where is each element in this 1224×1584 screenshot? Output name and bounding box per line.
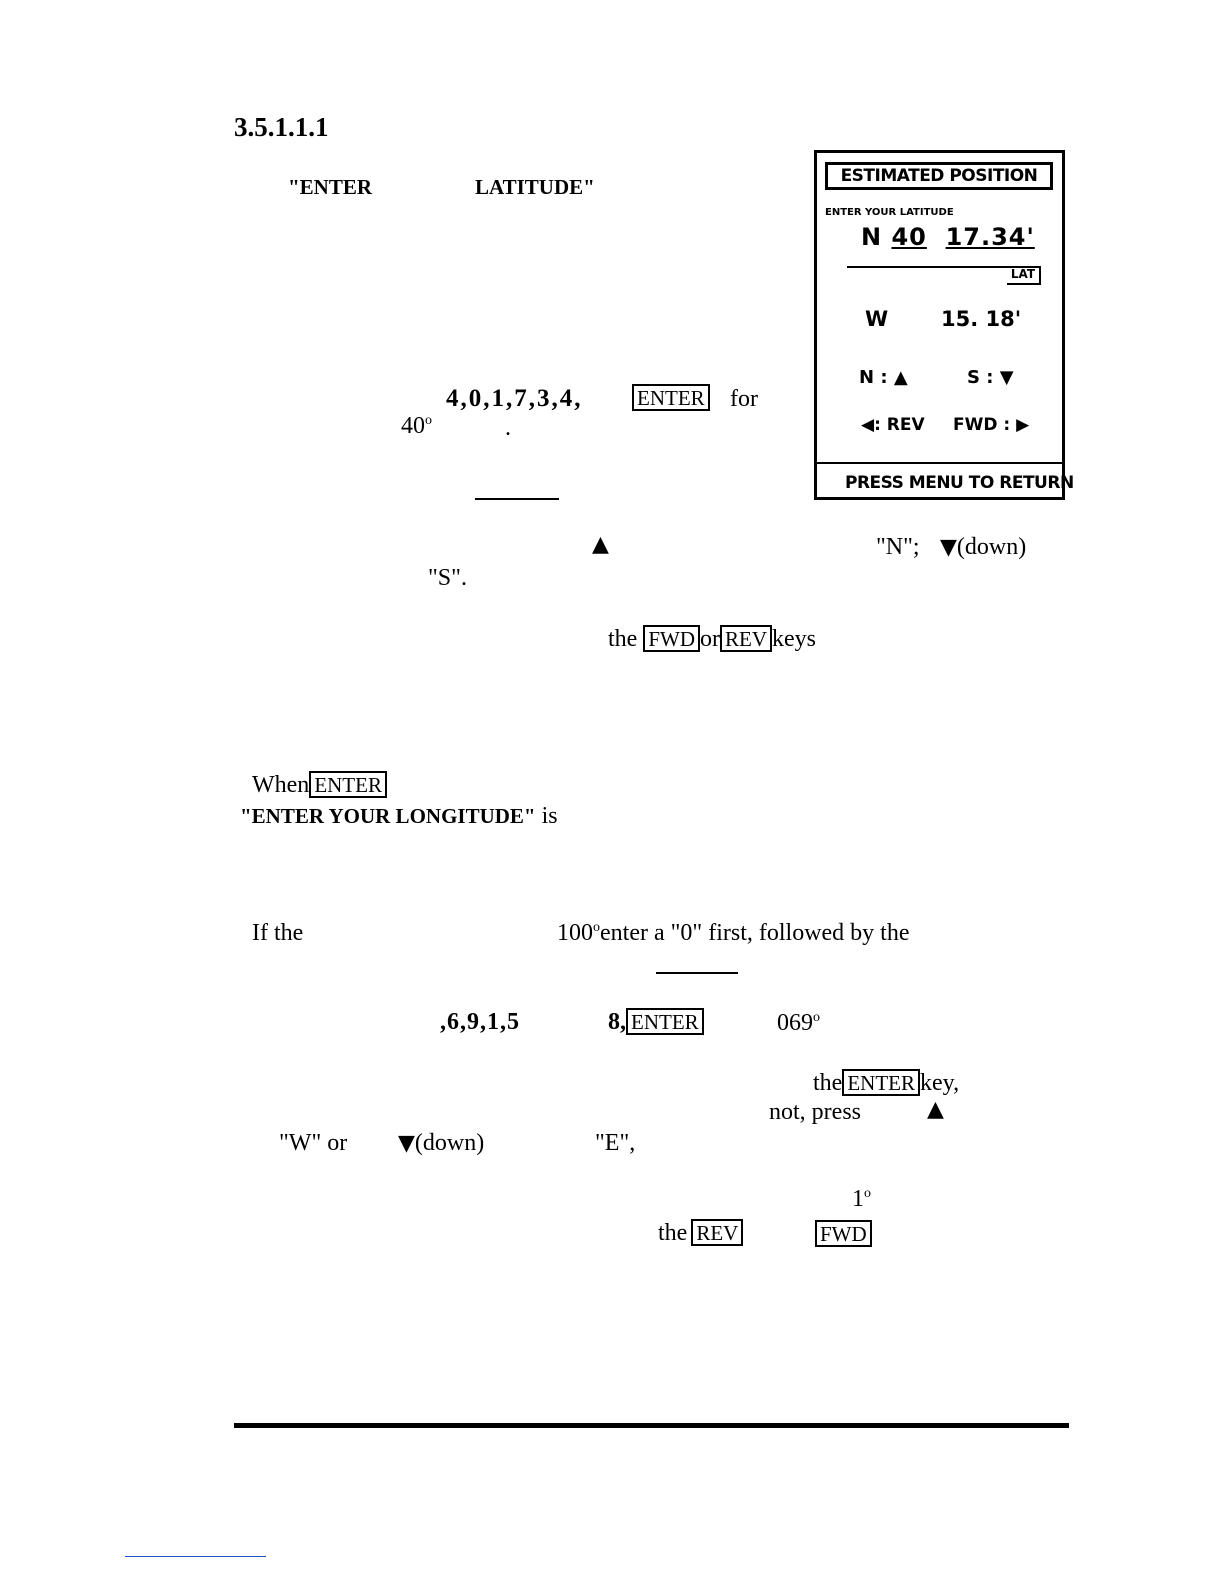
- north-hint: N : ▲: [859, 367, 908, 388]
- rev-key-2: REV: [691, 1219, 744, 1247]
- footer-link-line: [125, 1556, 266, 1557]
- menu-return-hint: PRESS MENU TO RETURN: [845, 473, 1074, 493]
- south-hint: S : ▼: [967, 367, 1014, 388]
- up-triangle-icon: ▲: [592, 532, 609, 557]
- underline-mark: [475, 498, 559, 500]
- longitude-degrees: 069o: [777, 1010, 820, 1036]
- one-degree: 1o: [852, 1186, 871, 1212]
- latitude-degrees: 40o: [401, 413, 432, 439]
- rev-hint: ◀: REV: [861, 415, 925, 435]
- footer-rule: [234, 1423, 1069, 1428]
- eight-enter: 8,ENTER: [608, 1008, 704, 1036]
- down-triangle-icon: ▼: [999, 367, 1014, 388]
- for-word: for: [730, 386, 758, 412]
- s-quote: "S".: [428, 565, 467, 591]
- screen-divider: [817, 462, 1062, 464]
- not-press: not, press: [769, 1099, 861, 1125]
- enter-key-4: ENTER: [842, 1069, 920, 1097]
- enter-quote: "ENTER: [288, 175, 373, 199]
- down-triangle-icon: ▼: [940, 535, 957, 560]
- screen-prompt: ENTER YOUR LATITUDE: [825, 207, 954, 218]
- longitude-hemisphere: W: [865, 307, 889, 331]
- fwd-key-2: FWD: [815, 1220, 872, 1248]
- fwd-hint: FWD : ▶: [953, 415, 1030, 435]
- if-the: If the: [252, 920, 304, 946]
- lat-tag: LAT: [1007, 266, 1041, 285]
- section-number: 3.5.1.1.1: [234, 112, 329, 142]
- longitude-minutes: 15. 18': [941, 307, 1022, 331]
- up-triangle-icon: ▲: [927, 1097, 944, 1122]
- estimated-position-screen: ESTIMATED POSITION ENTER YOUR LATITUDE N…: [814, 150, 1074, 500]
- hundred-degree-rule: 100oenter a "0" first, followed by the: [557, 920, 910, 946]
- longitude-keystrokes: ,6,9,1,5: [440, 1009, 520, 1035]
- period: .: [505, 415, 511, 441]
- fwd-key: FWD: [643, 625, 700, 653]
- down-arrow-text-2: ▼(down): [398, 1130, 485, 1156]
- lat-field-line: [847, 266, 1041, 268]
- latitude-quote: LATITUDE": [475, 175, 595, 199]
- down-triangle-icon: ▼: [398, 1131, 415, 1156]
- e-quote: "E",: [595, 1130, 636, 1156]
- n-quote: "N";: [876, 534, 920, 560]
- underline-mark-2: [656, 972, 738, 974]
- enter-key: ENTER: [632, 384, 710, 412]
- rev-key: REV: [720, 625, 772, 653]
- longitude-prompt: "ENTER YOUR LONGITUDE" is: [240, 803, 558, 829]
- w-or: "W" or: [279, 1130, 348, 1156]
- enter-key-2: ENTER: [309, 771, 387, 799]
- latitude-keystrokes: 4,0,1,7,3,4,: [446, 385, 583, 412]
- up-triangle-icon: ▲: [893, 367, 908, 388]
- latitude-readout: N 40 17.34': [861, 223, 1035, 251]
- enter-key-3: ENTER: [626, 1008, 704, 1036]
- screen-title: ESTIMATED POSITION: [825, 162, 1053, 190]
- down-arrow-text: ▼(down): [940, 534, 1027, 560]
